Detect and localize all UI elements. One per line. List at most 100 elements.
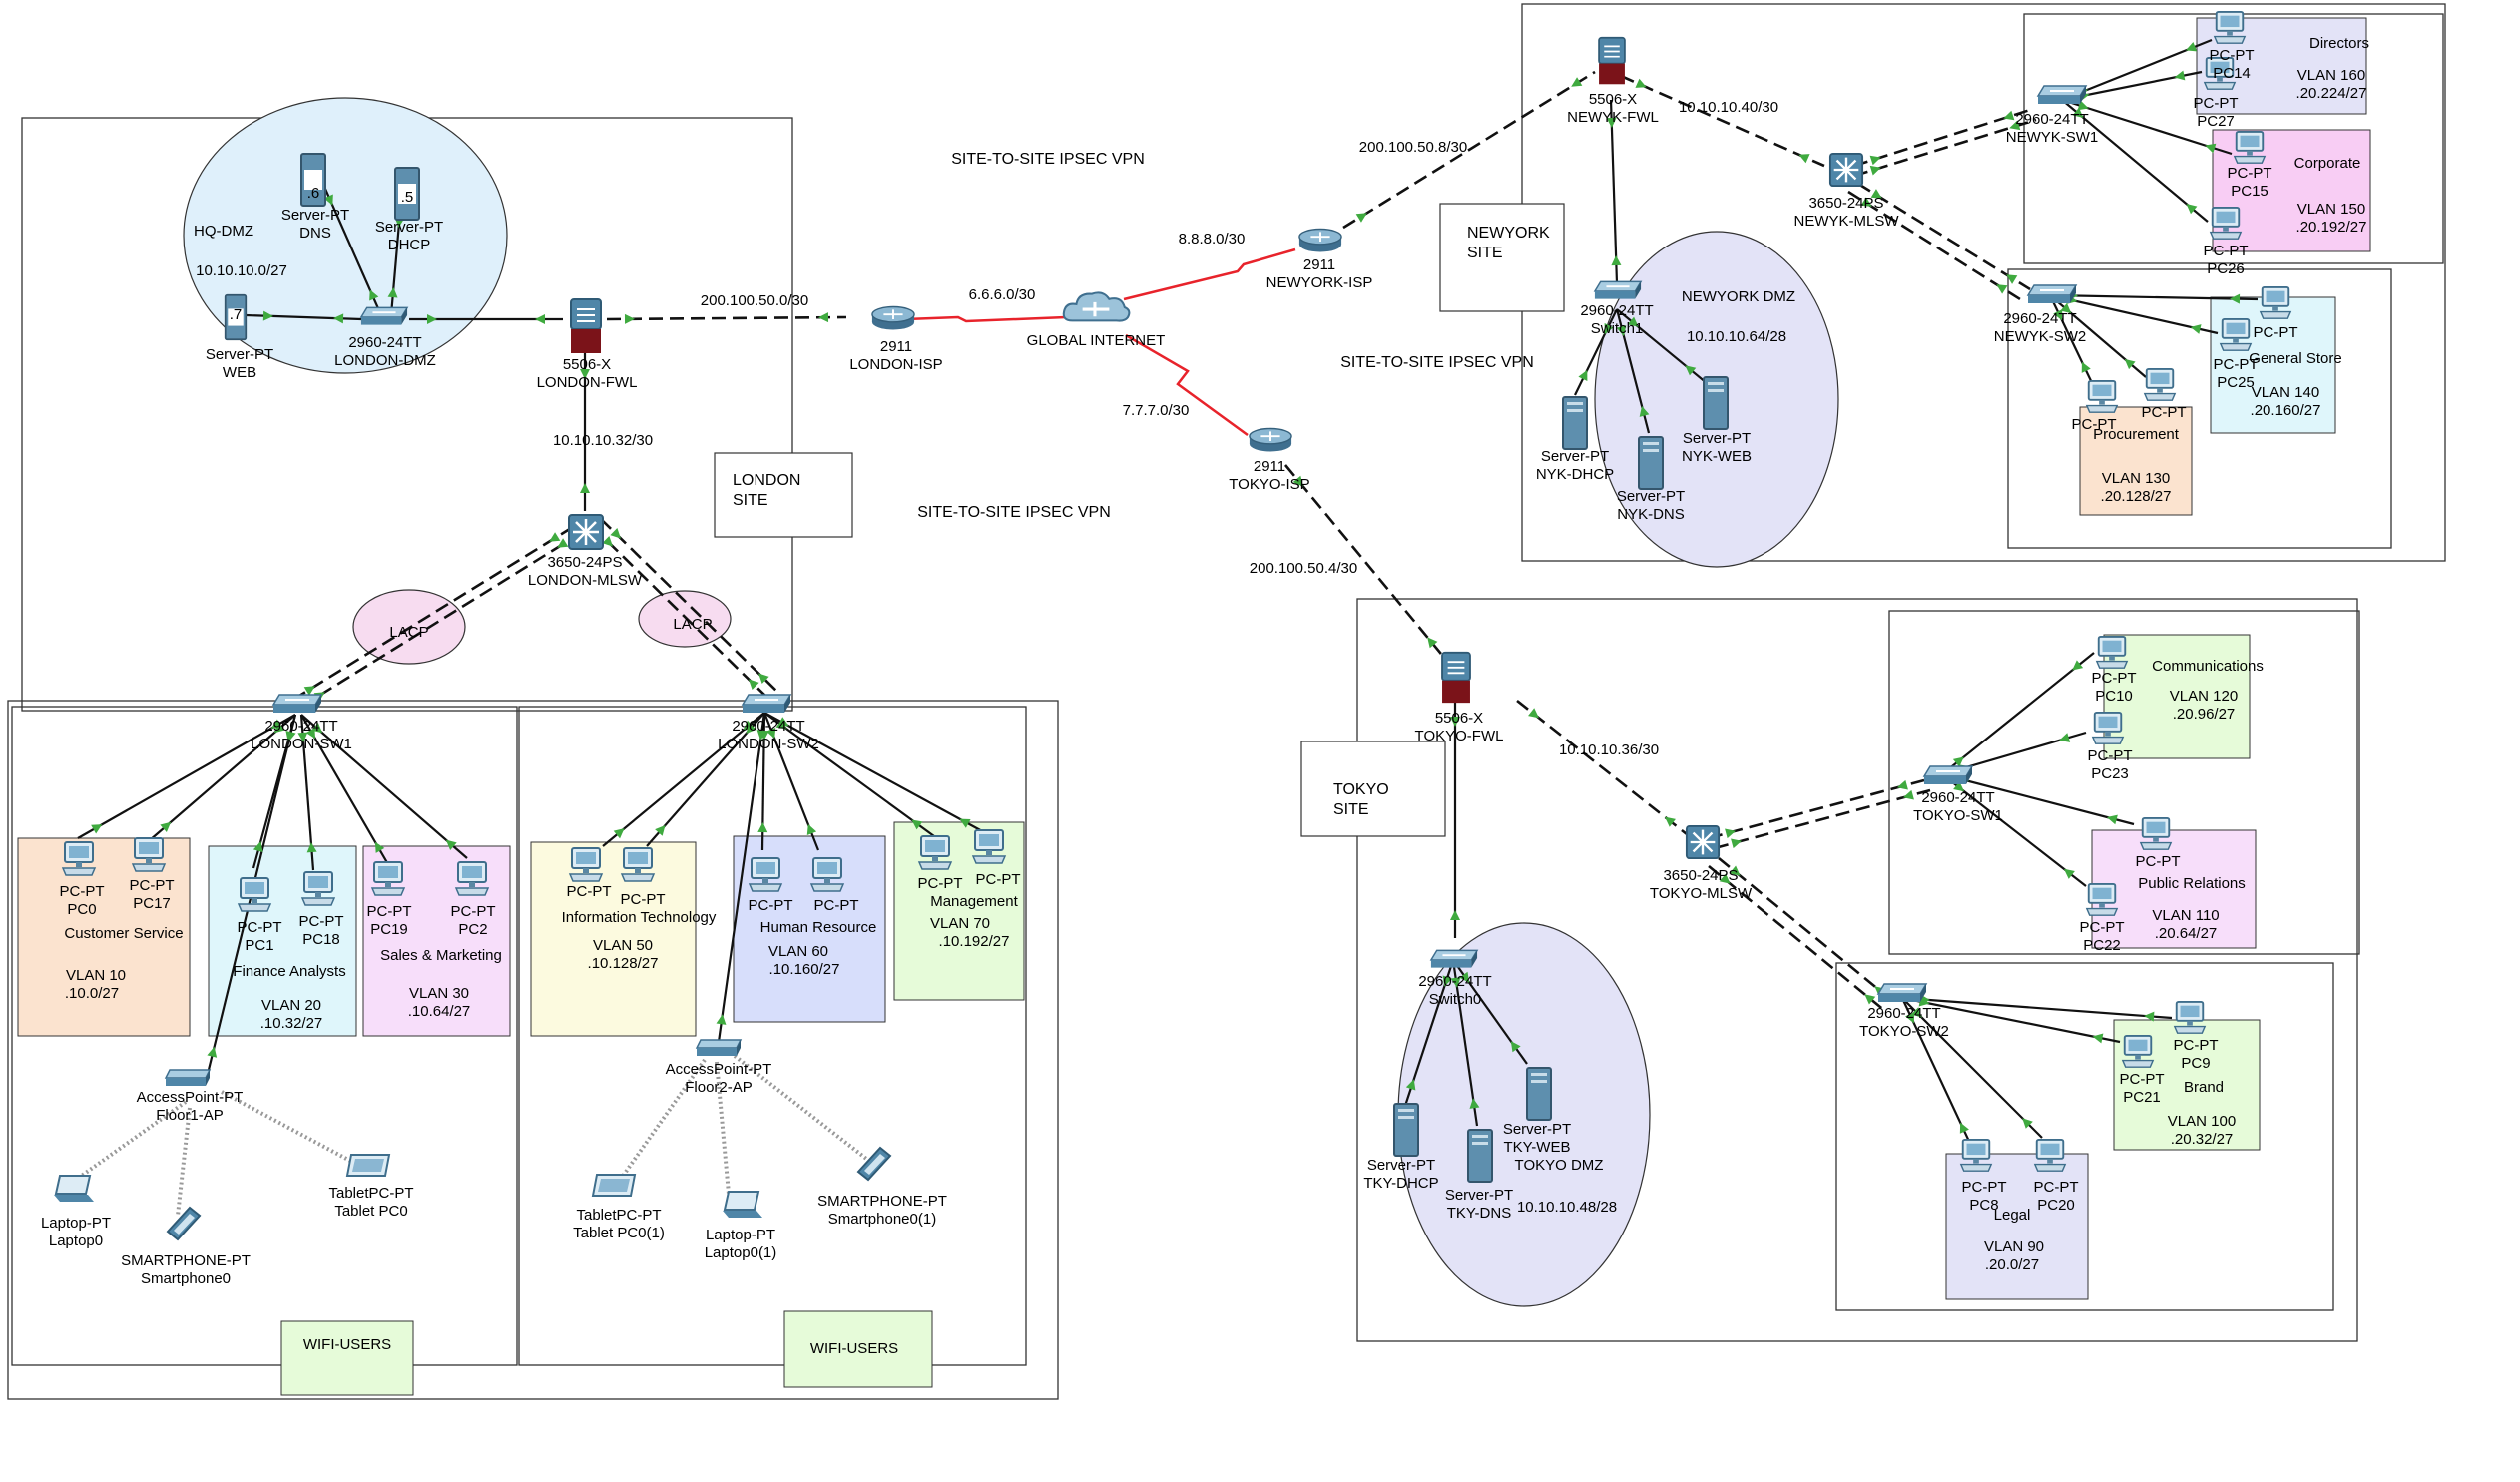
firewall-icon[interactable] xyxy=(570,298,602,354)
pc15-model: PC-PT xyxy=(2228,165,2272,182)
pc-icon[interactable] xyxy=(238,877,271,912)
switch-icon[interactable] xyxy=(359,306,409,326)
pc-icon[interactable] xyxy=(2209,206,2243,241)
tokyo-fwl-model: 5506-X xyxy=(1435,710,1483,727)
switch-icon[interactable] xyxy=(742,694,791,714)
server-icon[interactable] xyxy=(1562,396,1588,450)
tk-switch0-name: Switch0 xyxy=(1429,991,1482,1008)
pc-icon[interactable] xyxy=(132,837,166,872)
laptop1-name: Laptop0(1) xyxy=(705,1244,777,1261)
sales-label: Sales & Marketing xyxy=(380,947,502,964)
link-up-indicator xyxy=(1731,838,1743,849)
link-up-indicator xyxy=(2003,110,2015,121)
smartphone-icon[interactable] xyxy=(857,1147,891,1181)
london-floor1-boundary xyxy=(11,706,518,1366)
vlan130-box xyxy=(2079,406,2193,516)
pc-icon[interactable] xyxy=(2085,379,2119,414)
router-icon[interactable] xyxy=(870,305,916,331)
laptop-icon[interactable] xyxy=(53,1175,95,1203)
switch-icon[interactable] xyxy=(1877,983,1927,1003)
london-fwl-name: LONDON-FWL xyxy=(537,374,638,391)
firewall-icon[interactable] xyxy=(1441,651,1471,705)
pc-icon[interactable] xyxy=(62,841,96,876)
tokyo-dmz-net: 10.10.10.48/28 xyxy=(1517,1199,1617,1216)
server-icon[interactable] xyxy=(1525,1066,1553,1122)
tablet1-name: Tablet PC0(1) xyxy=(573,1225,665,1241)
vlan130-net: .20.128/27 xyxy=(2101,488,2172,505)
switch-icon[interactable] xyxy=(1593,280,1643,300)
pc-icon[interactable] xyxy=(2233,130,2267,165)
laptop-icon[interactable] xyxy=(722,1191,763,1219)
vlan120-name: VLAN 120 xyxy=(2170,688,2238,705)
pc-icon[interactable] xyxy=(2091,711,2125,745)
pc-icon[interactable] xyxy=(371,861,405,896)
lacp-label-1: LACP xyxy=(389,624,428,641)
dashed-links xyxy=(290,70,2037,1014)
tky-dhcp-model: Server-PT xyxy=(1367,1157,1435,1174)
access-point-icon[interactable] xyxy=(696,1039,742,1057)
pc-icon[interactable] xyxy=(2173,1000,2207,1035)
server-icon[interactable] xyxy=(1392,1102,1420,1158)
link-up-indicator xyxy=(2144,1011,2155,1022)
switch-icon[interactable] xyxy=(2037,85,2087,105)
tokyo-sw1-name: TOKYO-SW1 xyxy=(1913,807,2003,824)
pc-icon[interactable] xyxy=(2033,1138,2067,1173)
wireless-links xyxy=(74,1054,872,1217)
wifi-users-box-1 xyxy=(280,1320,414,1396)
pc-icon[interactable] xyxy=(301,871,335,906)
pc-icon[interactable] xyxy=(2139,816,2173,851)
pc-icon[interactable] xyxy=(455,861,489,896)
router-icon[interactable] xyxy=(1248,427,1293,453)
link-up-indicator xyxy=(557,538,569,548)
pc-icon[interactable] xyxy=(2143,367,2177,402)
pc-icon[interactable] xyxy=(1959,1138,1993,1173)
newyk-sw1-name: NEWYK-SW1 xyxy=(2006,129,2099,146)
pc-icon[interactable] xyxy=(2213,10,2247,45)
tokyo-site-boundary xyxy=(1356,598,2358,1342)
link-up-indicator xyxy=(427,314,437,324)
ny-switch1-model: 2960-24TT xyxy=(1580,302,1653,319)
switch-icon[interactable] xyxy=(2027,284,2077,304)
switch-icon[interactable] xyxy=(1429,949,1479,969)
server-icon[interactable] xyxy=(1702,375,1730,431)
newyk-sw1-model: 2960-24TT xyxy=(2015,111,2088,128)
tokyo-mlsw-model: 3650-24PS xyxy=(1663,867,1738,884)
vlan90-net: .20.0/27 xyxy=(1985,1256,2039,1273)
mgmt-pc-b: PC-PT xyxy=(976,871,1021,888)
pc-icon[interactable] xyxy=(972,829,1006,864)
floor2-ap-name: Floor2-AP xyxy=(685,1079,753,1096)
pc10-name: PC10 xyxy=(2095,688,2133,705)
pc-icon[interactable] xyxy=(2259,285,2292,320)
switch-icon[interactable] xyxy=(1923,765,1973,785)
tablet-icon[interactable] xyxy=(346,1154,390,1177)
pc-icon[interactable] xyxy=(749,857,782,892)
smartphone-icon[interactable] xyxy=(167,1207,201,1240)
multilayer-switch-icon[interactable] xyxy=(567,513,605,551)
pc-pr-b-model: PC-PT xyxy=(2142,404,2187,421)
srv-dhcp-model: Server-PT xyxy=(375,219,443,236)
firewall-icon[interactable] xyxy=(1598,36,1626,86)
link-up-indicator xyxy=(374,841,385,853)
server-icon[interactable] xyxy=(1638,436,1664,490)
tablet-icon[interactable] xyxy=(592,1174,636,1197)
pc-icon[interactable] xyxy=(621,847,655,882)
switch-icon[interactable] xyxy=(272,694,322,714)
pc-icon[interactable] xyxy=(2085,882,2119,917)
pc-icon[interactable] xyxy=(2095,635,2129,670)
server-icon[interactable] xyxy=(1466,1128,1494,1184)
pc-icon[interactable] xyxy=(569,847,603,882)
cloud-icon[interactable] xyxy=(1062,290,1131,323)
pc-icon[interactable] xyxy=(918,835,952,870)
access-point-icon[interactable] xyxy=(165,1069,211,1087)
router-icon[interactable] xyxy=(1297,228,1343,253)
pc22-name: PC22 xyxy=(2083,937,2121,954)
link-up-indicator xyxy=(297,732,308,742)
link-up-indicator xyxy=(1864,994,1876,1005)
multilayer-switch-icon[interactable] xyxy=(1685,824,1721,860)
pc-icon[interactable] xyxy=(2219,317,2253,352)
wifi-users-boxes: WIFI-USERS WIFI-USERS xyxy=(280,1310,933,1396)
pc-icon[interactable] xyxy=(2121,1034,2155,1069)
srv-web-model: Server-PT xyxy=(206,346,273,363)
pc-icon[interactable] xyxy=(810,857,844,892)
multilayer-switch-icon[interactable] xyxy=(1828,152,1864,188)
